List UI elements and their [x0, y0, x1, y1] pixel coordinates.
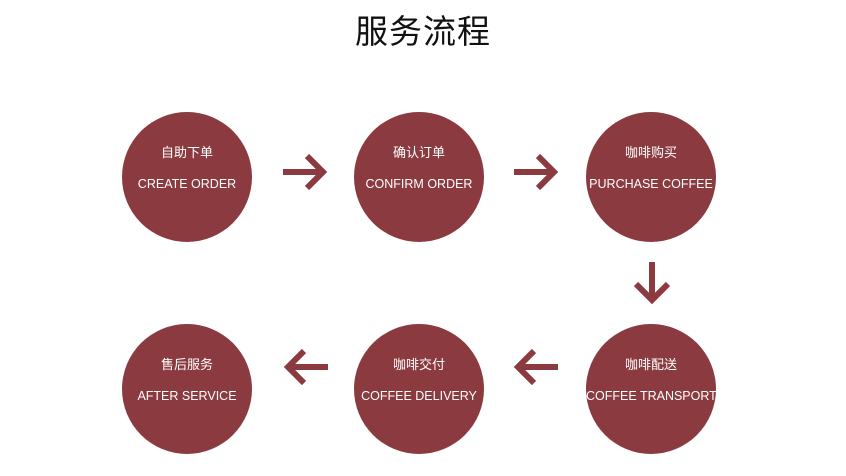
step-after-service: 售后服务 AFTER SERVICE — [122, 324, 252, 454]
step-coffee-delivery: 咖啡交付 COFFEE DELIVERY — [354, 324, 484, 454]
step-en-label: CONFIRM ORDER — [365, 177, 473, 191]
step-create-order: 自助下单 CREATE ORDER — [122, 112, 252, 242]
step-coffee-transport: 咖啡配送 COFFEE TRANSPORT — [586, 324, 717, 454]
arrow-left-icon — [283, 348, 328, 386]
step-en-label: COFFEE DELIVERY — [361, 389, 477, 403]
step-cn-label: 售后服务 — [160, 358, 213, 373]
step-confirm-order: 确认订单 CONFIRM ORDER — [354, 112, 484, 242]
step-cn-label: 自助下单 — [160, 146, 213, 161]
step-cn-label: 咖啡交付 — [392, 358, 445, 373]
page-title: 服务流程 — [355, 12, 491, 51]
step-cn-label: 确认订单 — [392, 146, 445, 161]
step-en-label: PURCHASE COFFEE — [589, 177, 713, 191]
step-en-label: CREATE ORDER — [137, 177, 237, 191]
step-en-label: AFTER SERVICE — [137, 389, 237, 403]
step-en-label: COFFEE TRANSPORT — [586, 389, 717, 403]
arrow-left-icon — [513, 348, 558, 386]
arrow-down-icon — [633, 262, 671, 305]
step-cn-label: 咖啡配送 — [624, 358, 677, 373]
arrow-right-icon — [283, 153, 328, 191]
arrow-right-icon — [514, 153, 559, 191]
step-purchase-coffee: 咖啡购买 PURCHASE COFFEE — [586, 112, 716, 242]
step-cn-label: 咖啡购买 — [624, 146, 677, 161]
